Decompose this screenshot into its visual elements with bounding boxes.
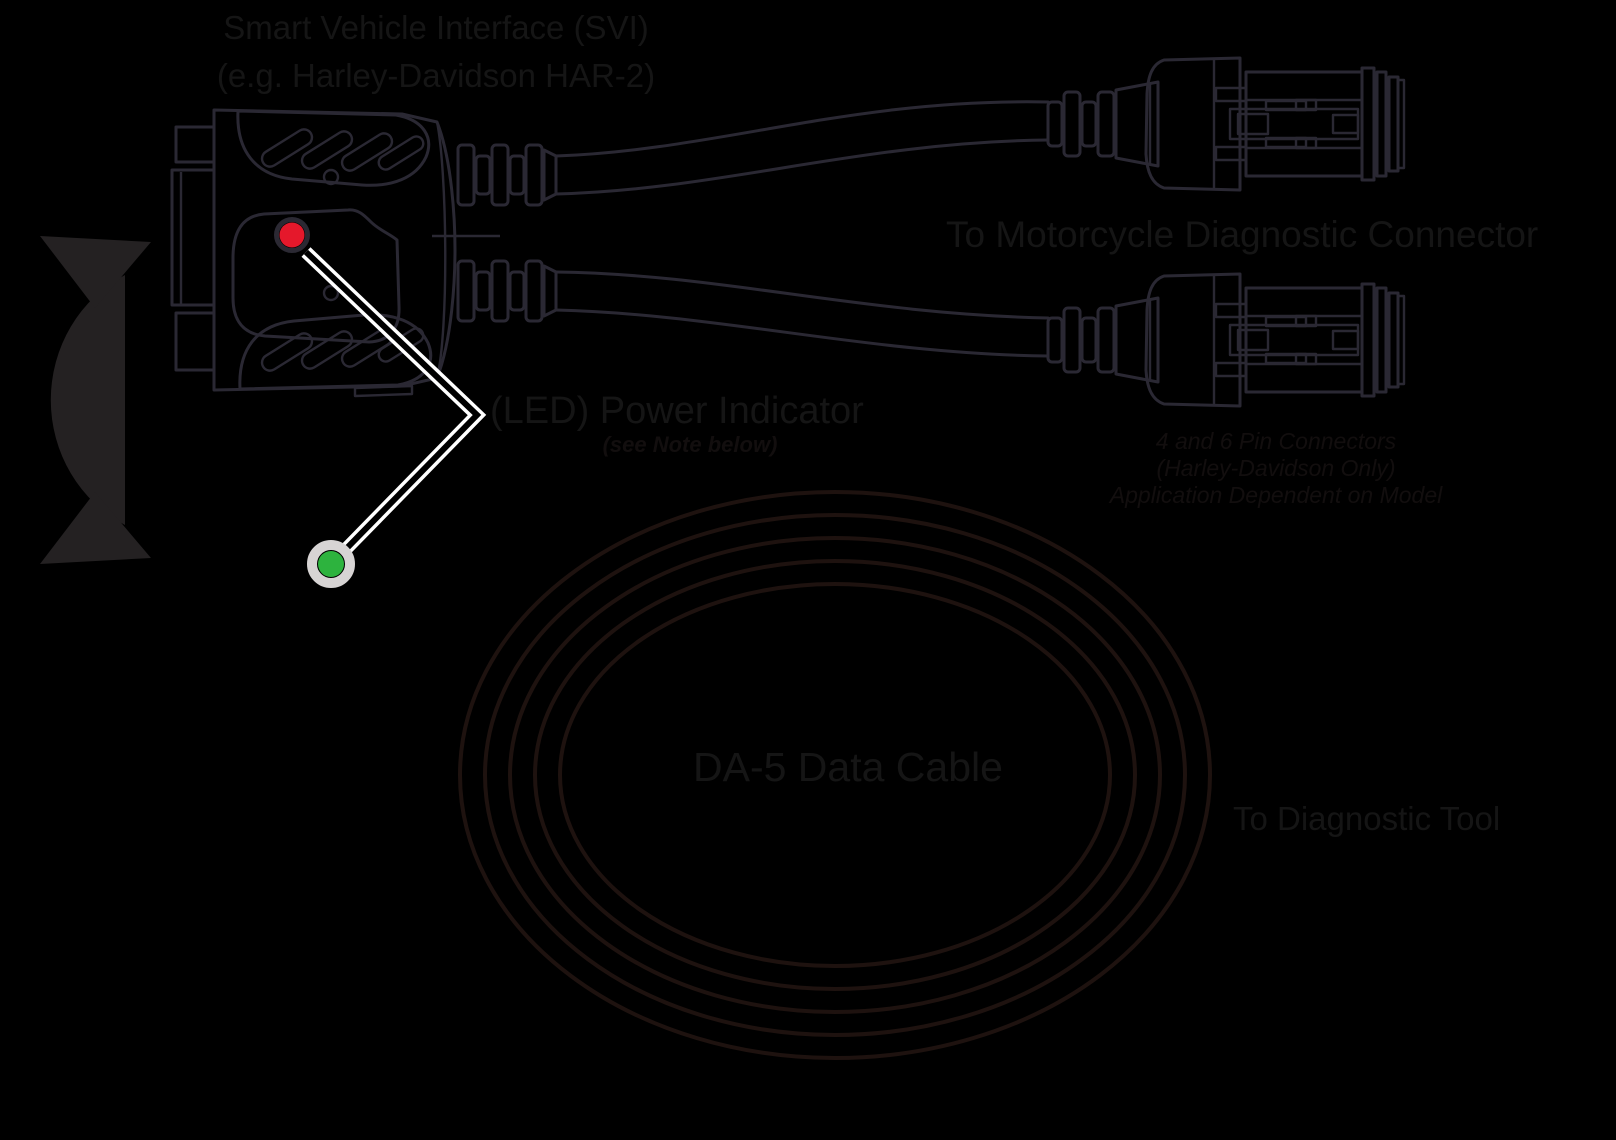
strain-relief-top [456, 143, 558, 207]
label-data-cable: DA-5 Data Cable [693, 744, 1003, 790]
pin-caption-line3: Application Dependent on Model [1109, 482, 1443, 508]
page-title: Smart Vehicle Interface (SVI) (e.g. Harl… [186, 4, 686, 100]
red-led-dot [279, 222, 305, 248]
label-power-note: (see Note below) [540, 432, 840, 458]
cable-coil [458, 490, 1212, 1060]
pin-caption-line1: 4 and 6 Pin Connectors [1155, 428, 1397, 454]
cables-to-connectors [554, 100, 1050, 358]
title-line2: (e.g. Harley-Davidson HAR-2) [216, 57, 656, 94]
note-bold: Note [652, 432, 702, 457]
power-led-green [307, 540, 355, 588]
label-power-indicator: (LED) Power Indicator [490, 390, 864, 432]
strain-relief-bottom [456, 259, 558, 323]
caption-pin-connectors: 4 and 6 Pin Connectors (Harley-Davidson … [1076, 428, 1476, 509]
callout-line [301, 247, 487, 554]
svi-device-drawing [170, 108, 558, 398]
connector-bottom [1046, 272, 1406, 408]
rotation-arrow-icon [40, 236, 151, 564]
pin-caption-line2: (Harley-Davidson Only) [1156, 455, 1396, 481]
label-diagnostic-tool: To Diagnostic Tool [1233, 800, 1501, 837]
green-led-dot [318, 551, 344, 577]
connector-top [1046, 56, 1406, 192]
label-motorcycle-connector: To Motorcycle Diagnostic Connector [946, 214, 1539, 255]
power-led-red [274, 217, 310, 253]
green-led-ring [307, 540, 355, 588]
note-suffix: below) [701, 432, 778, 457]
red-led-ring [274, 217, 310, 253]
title-line1: Smart Vehicle Interface (SVI) [223, 9, 649, 46]
note-prefix: (see [602, 432, 653, 457]
